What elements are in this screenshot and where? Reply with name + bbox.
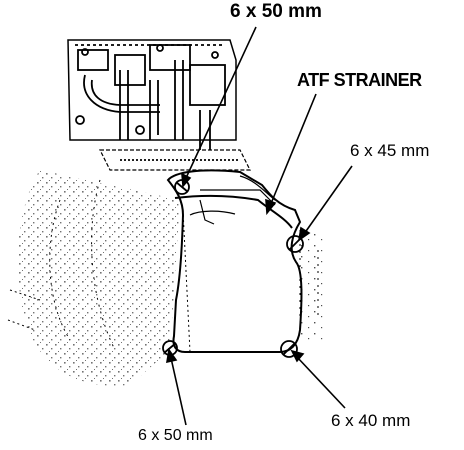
atf-strainer [166, 169, 303, 353]
bolt-bottom-label: 6 x 50 mm [138, 427, 213, 444]
valve-body [67, 39, 251, 171]
bolt-top-label: 6 x 50 mm [230, 1, 322, 22]
transmission-housing [7, 170, 325, 386]
bolt-right-upper-label: 6 x 45 mm [350, 141, 430, 160]
bolt-right-lower-label: 6 x 40 mm [331, 411, 411, 430]
bolt-right-lower [280, 340, 298, 358]
leader-lines [166, 26, 353, 426]
atf-strainer-label: ATF STRAINER [297, 70, 422, 90]
